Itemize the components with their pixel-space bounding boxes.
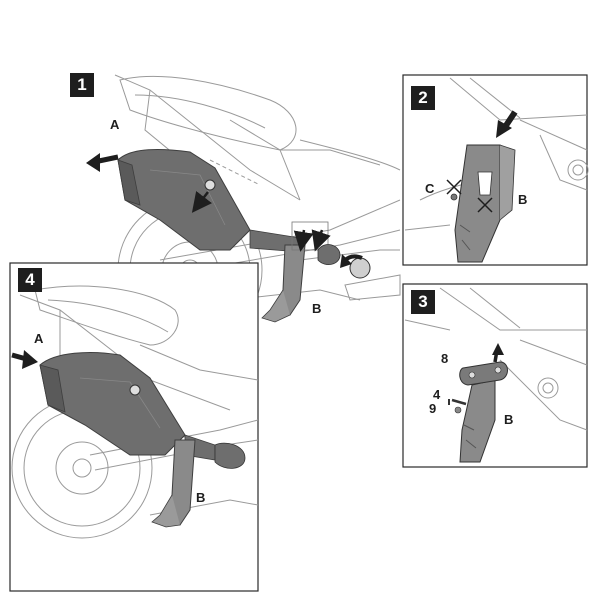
label-a-panel-4: A xyxy=(34,331,44,346)
label-a-panel-1: A xyxy=(110,117,120,132)
panel-2-marks xyxy=(446,179,493,213)
label-c-panel-2: C xyxy=(425,181,435,196)
panel-1-arrows xyxy=(86,153,363,268)
panel-2-arrow xyxy=(496,110,518,138)
label-9-panel-3: 9 xyxy=(429,401,437,416)
panel-3-arrow xyxy=(492,343,504,363)
label-b-panel-2: B xyxy=(518,192,528,207)
step-badge-3: 3 xyxy=(411,290,435,314)
exhaust-mount xyxy=(349,257,371,279)
remove-mark-b xyxy=(477,197,493,213)
remove-mark-c xyxy=(446,179,462,195)
plate-8 xyxy=(459,361,508,386)
bracket-b-panel-4 xyxy=(151,439,196,528)
silencer-a-panel-1 xyxy=(117,149,301,253)
label-b-panel-1: B xyxy=(312,301,322,316)
seat-outline xyxy=(119,75,297,151)
step-badge-2: 2 xyxy=(411,86,435,110)
label-8-panel-3: 8 xyxy=(441,351,449,366)
bolt-parts xyxy=(448,398,467,414)
step-badge-1: 1 xyxy=(70,73,94,97)
label-b-panel-3: B xyxy=(504,412,514,427)
label-b-panel-4: B xyxy=(196,490,206,505)
arrow-left xyxy=(86,153,100,172)
panel-4-arrow xyxy=(11,350,38,369)
silencer-a-panel-4 xyxy=(39,351,246,469)
label-4-panel-3: 4 xyxy=(433,387,441,402)
panel-3-scene xyxy=(404,287,588,431)
bracket-b-panel-2 xyxy=(454,144,516,263)
bracket-b-panel-1 xyxy=(261,244,306,323)
clamp-part xyxy=(317,244,341,265)
step-badge-4: 4 xyxy=(18,268,42,292)
